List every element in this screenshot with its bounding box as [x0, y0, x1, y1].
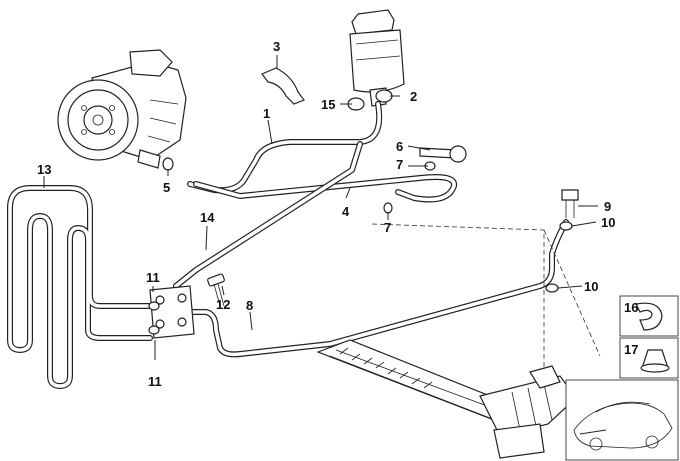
cooler-coil-13 — [7, 185, 153, 389]
callout-9: 9 — [604, 199, 611, 214]
leader-lines — [43, 55, 598, 360]
fluid-reservoir — [349, 9, 405, 107]
legend-box-17 — [619, 337, 679, 379]
callout-6: 6 — [396, 139, 403, 154]
callout-8: 8 — [246, 298, 253, 313]
reference-lines — [371, 223, 601, 370]
legend-box-16 — [619, 295, 679, 337]
callout-2: 2 — [410, 89, 417, 104]
callout-14: 14 — [200, 210, 215, 225]
callout-13: 13 — [37, 162, 51, 177]
vehicle-location-box — [565, 379, 679, 461]
clip-3 — [261, 67, 305, 105]
callout-11b: 11 — [148, 374, 162, 389]
pipe-14 — [173, 141, 363, 289]
pipe-4 — [193, 174, 458, 203]
hose-1 — [187, 101, 383, 194]
callout-7b: 7 — [384, 220, 391, 235]
connector-block — [148, 285, 195, 339]
callout-1: 1 — [263, 106, 270, 121]
callout-5: 5 — [163, 180, 170, 195]
callout-15: 15 — [321, 97, 335, 112]
callout-10b: 10 — [584, 279, 598, 294]
callout-7a: 7 — [396, 157, 403, 172]
callout-3: 3 — [273, 39, 280, 54]
bolt-12 — [207, 273, 225, 307]
steering-rack — [316, 339, 577, 459]
callout-labels: 1 2 3 4 5 6 7 7 8 9 10 10 11 11 12 13 14… — [37, 39, 638, 389]
callout-12: 12 — [216, 297, 230, 312]
callout-11a: 11 — [146, 270, 160, 285]
callout-16: 16 — [624, 300, 638, 315]
bolt-9 — [561, 189, 579, 218]
power-steering-pump — [57, 49, 187, 169]
callout-10a: 10 — [601, 215, 615, 230]
callout-4: 4 — [342, 204, 350, 219]
pipe-8 — [167, 219, 569, 358]
bolt-6 — [419, 145, 467, 163]
callout-17: 17 — [624, 342, 638, 357]
